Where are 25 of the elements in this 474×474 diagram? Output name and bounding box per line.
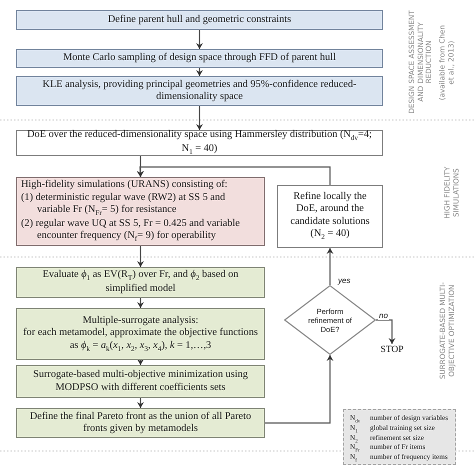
arrow [326,248,334,285]
arrow [137,156,144,177]
arrow [137,298,144,308]
process-box: Monte Carlo sampling of design space through FFD of parent hull [16,49,383,68]
arrow [196,30,203,49]
terminal-text: STOP [378,344,406,358]
arrow [376,319,396,344]
process-box: Multiple-surrogate analysis: for each metamodel, approximate the objective functions as ϕ$_{k}$ = a$_{k}$(x$_{1}$, x$_{2}$, x$_{3}$, x$_{4}$), k = 1,…,3 [16,308,265,360]
arrow [196,68,203,76]
arrow [137,398,144,408]
process-box: Refine locally the DoE, around the candidate solutions (N$_{2}$ = 40) [277,185,383,248]
arrow [137,246,144,267]
arrow [196,106,203,130]
edge-label: yes [337,276,352,285]
process-box: Surrogate-based multi-objective minimization using MODPSO with different coefficients sets [16,365,265,398]
process-box: DoE over the reduced-dimensionality space using Hammersley distribution (N$_{dv}$=4; N$_{1}$ = 40) [16,130,383,156]
arrow [265,355,334,424]
edge-label: no [378,311,389,320]
process-box: Define parent hull and geometric constraints [16,10,383,30]
process-box: High-fidelity simulations (URANS) consisting of: (1) deterministic regular wave (RW2) at SS 5 and variable Fr (N$_{Fr}$= 5) for resistance (2) regular wave UQ at SS 5, Fr = 0.425 and variable encounter frequency (N$_{f}$= 9) for operability [16,177,265,246]
process-box: KLE analysis, providing principal geometries and 95%-confidence reduced-dimensionality space [16,76,383,106]
arrow [136,166,331,185]
process-box: Define the final Pareto front as the union of all Pareto fronts given by metamodels [16,408,265,438]
arrow [137,359,144,365]
process-box: Evaluate ϕ$_{1}$ as EV(R$_{T}$) over Fr, and ϕ$_{2}$ based on simplified model [16,267,265,298]
